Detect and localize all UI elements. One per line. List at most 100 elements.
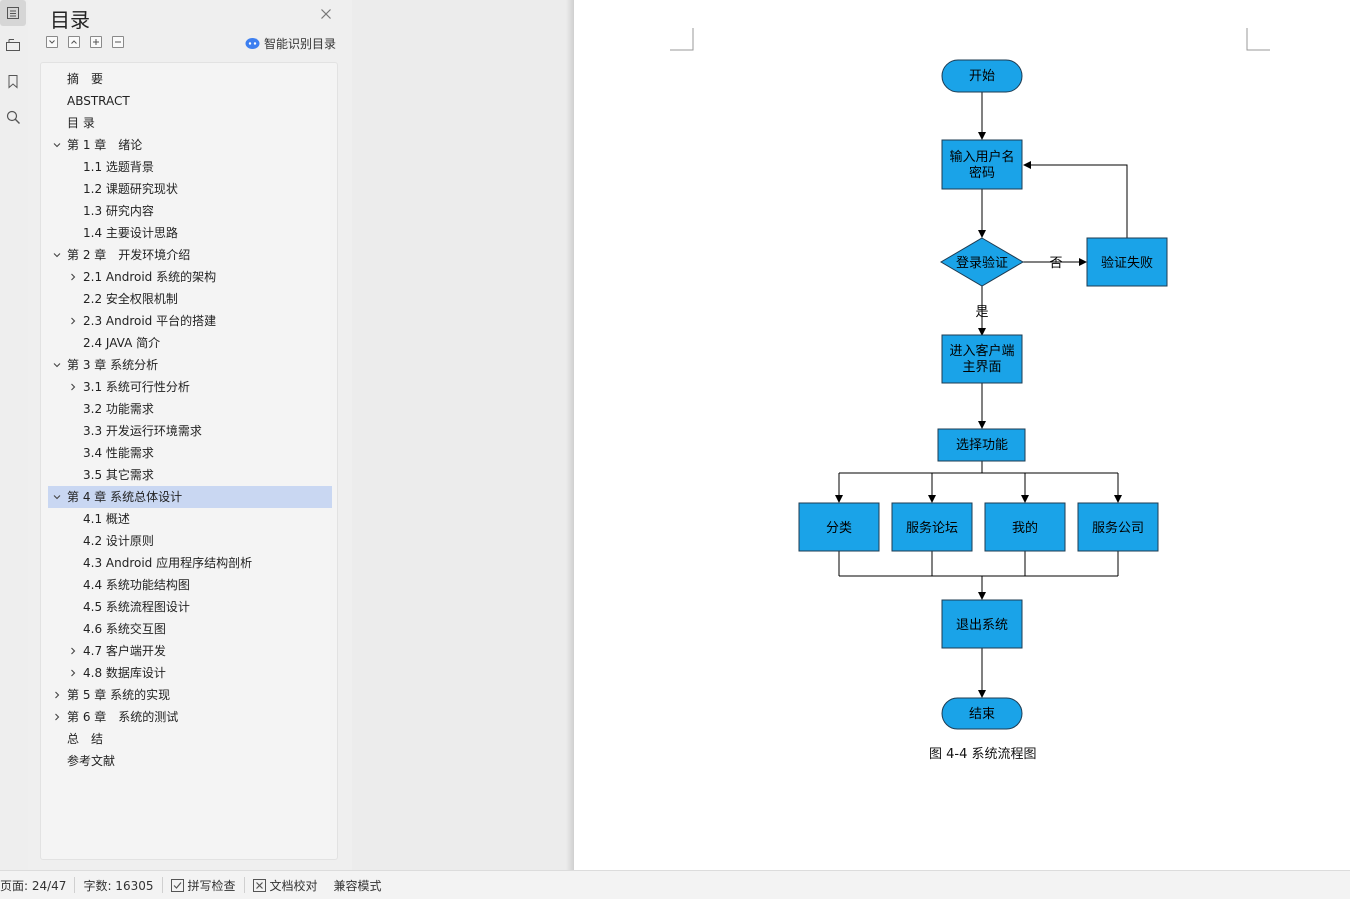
toc-section-item[interactable]: 3.4 性能需求 xyxy=(41,442,337,464)
chevron-right-icon[interactable] xyxy=(69,317,77,325)
page-counter[interactable]: 页面: 24/47 xyxy=(0,871,74,899)
toc-chapter-item[interactable]: 目 录 xyxy=(41,112,337,134)
toc-item-label: 第 6 章 系统的测试 xyxy=(67,710,179,724)
figure-caption: 图 4-4 系统流程图 xyxy=(929,747,1037,762)
toc-item-label: 第 4 章 系统总体设计 xyxy=(67,490,183,504)
outline-icon[interactable] xyxy=(0,32,26,58)
toc-chapter-item[interactable]: 摘 要 xyxy=(41,68,337,90)
toc-chapter-item[interactable]: 第 3 章 系统分析 xyxy=(41,354,337,376)
select-text: 选择功能 xyxy=(956,437,1008,452)
toc-chapter-item[interactable]: 参考文献 xyxy=(41,750,337,772)
toc-section-item[interactable]: 4.2 设计原则 xyxy=(41,530,337,552)
page-shadow xyxy=(566,0,574,870)
side-icon-strip xyxy=(0,0,28,870)
close-icon[interactable] xyxy=(318,6,334,22)
option-box-3 xyxy=(984,502,1066,552)
toc-chapter-item[interactable]: 第 1 章 绪论 xyxy=(41,134,337,156)
option-box-1 xyxy=(798,502,880,552)
toc-item-label: 1.4 主要设计思路 xyxy=(83,226,178,240)
toc-item-label: 第 2 章 开发环境介绍 xyxy=(67,248,191,262)
collapse-up-icon[interactable] xyxy=(68,36,80,48)
chevron-right-icon[interactable] xyxy=(69,669,77,677)
toc-item-label: 1.1 选题背景 xyxy=(83,160,154,174)
proofread-icon xyxy=(252,878,266,892)
spell-check-label: 拼写检查 xyxy=(187,878,236,893)
yes-label: 是 xyxy=(975,304,988,319)
toc-chapter-item[interactable]: 第 2 章 开发环境介绍 xyxy=(41,244,337,266)
toc-item-label: 目 录 xyxy=(67,116,95,130)
enter-text-line2: 主界面 xyxy=(962,359,1001,374)
toc-section-item[interactable]: 3.2 功能需求 xyxy=(41,398,337,420)
chevron-down-icon[interactable] xyxy=(53,251,61,259)
word-count[interactable]: 字数: 16305 xyxy=(75,871,161,899)
toc-icon[interactable] xyxy=(0,0,26,26)
toc-section-item[interactable]: 4.8 数据库设计 xyxy=(41,662,337,684)
toc-section-item[interactable]: 2.4 JAVA 简介 xyxy=(41,332,337,354)
document-page[interactable]: 开始 输入用户名 密码 登录验证 否 验证失败 是 进入客户端 主界面 选择功能… xyxy=(574,0,1350,870)
end-text: 结束 xyxy=(969,706,995,721)
chevron-right-icon[interactable] xyxy=(53,713,61,721)
toc-chapter-item[interactable]: ABSTRACT xyxy=(41,90,337,112)
option-text-3: 我的 xyxy=(1012,520,1038,535)
option-text-4: 服务公司 xyxy=(1092,520,1144,535)
end-terminal xyxy=(941,697,1023,730)
chevron-down-icon[interactable] xyxy=(53,361,61,369)
toc-section-item[interactable]: 2.1 Android 系统的架构 xyxy=(41,266,337,288)
collapse-down-icon[interactable] xyxy=(46,36,58,48)
enter-text-line1: 进入客户端 xyxy=(949,343,1014,358)
toc-section-item[interactable]: 4.7 客户端开发 xyxy=(41,640,337,662)
toc-item-label: 4.4 系统功能结构图 xyxy=(83,578,190,592)
toc-section-item[interactable]: 4.5 系统流程图设计 xyxy=(41,596,337,618)
toc-item-label: 4.1 概述 xyxy=(83,512,130,526)
compat-mode-text: 兼容模式 xyxy=(333,878,382,893)
toc-section-item[interactable]: 4.1 概述 xyxy=(41,508,337,530)
toc-item-label: 总 结 xyxy=(67,732,104,746)
spell-check-button[interactable]: 拼写检查 xyxy=(163,871,244,899)
toc-chapter-item[interactable]: 第 4 章 系统总体设计 xyxy=(48,486,332,508)
input-box xyxy=(941,139,1023,190)
proofread-button[interactable]: 文档校对 xyxy=(245,871,326,899)
chevron-right-icon[interactable] xyxy=(53,691,61,699)
input-text-line2: 密码 xyxy=(969,165,995,180)
smart-toc-button[interactable]: 智能识别目录 xyxy=(245,35,336,52)
toc-item-label: 4.6 系统交互图 xyxy=(83,622,166,636)
chevron-right-icon[interactable] xyxy=(69,273,77,281)
chevron-right-icon[interactable] xyxy=(69,647,77,655)
option-text-2: 服务论坛 xyxy=(906,520,958,535)
toc-section-item[interactable]: 1.4 主要设计思路 xyxy=(41,222,337,244)
toc-section-item[interactable]: 1.1 选题背景 xyxy=(41,156,337,178)
chevron-down-icon[interactable] xyxy=(53,141,61,149)
chevron-right-icon[interactable] xyxy=(69,383,77,391)
toc-chapter-item[interactable]: 第 5 章 系统的实现 xyxy=(41,684,337,706)
crop-mark-top-left xyxy=(670,28,694,51)
expand-all-icon[interactable] xyxy=(90,36,102,48)
divider xyxy=(243,877,245,893)
toc-section-item[interactable]: 1.3 研究内容 xyxy=(41,200,337,222)
chevron-down-icon[interactable] xyxy=(53,493,61,501)
toc-section-item[interactable]: 3.3 开发运行环境需求 xyxy=(41,420,337,442)
bookmark-icon[interactable] xyxy=(0,68,26,94)
toc-item-label: 4.5 系统流程图设计 xyxy=(83,600,190,614)
toc-chapter-item[interactable]: 第 6 章 系统的测试 xyxy=(41,706,337,728)
toc-section-item[interactable]: 4.3 Android 应用程序结构剖析 xyxy=(41,552,337,574)
status-bar: 页面: 24/47 字数: 16305 拼写检查 文档校对 兼容模式 xyxy=(0,870,1350,899)
collapse-all-icon[interactable] xyxy=(112,36,124,48)
enter-box xyxy=(941,334,1023,384)
toc-section-item[interactable]: 4.4 系统功能结构图 xyxy=(41,574,337,596)
toc-section-item[interactable]: 3.5 其它需求 xyxy=(41,464,337,486)
search-icon[interactable] xyxy=(0,104,26,130)
toc-item-label: 4.3 Android 应用程序结构剖析 xyxy=(83,556,253,570)
toc-section-item[interactable]: 3.1 系统可行性分析 xyxy=(41,376,337,398)
toc-item-label: 4.8 数据库设计 xyxy=(83,666,166,680)
option-box-4 xyxy=(1077,502,1159,552)
divider xyxy=(161,877,163,893)
toc-section-item[interactable]: 1.2 课题研究现状 xyxy=(41,178,337,200)
toc-section-item[interactable]: 4.6 系统交互图 xyxy=(41,618,337,640)
toc-chapter-item[interactable]: 总 结 xyxy=(41,728,337,750)
toc-section-item[interactable]: 2.3 Android 平台的搭建 xyxy=(41,310,337,332)
compat-mode[interactable]: 兼容模式 xyxy=(326,871,390,899)
fail-box xyxy=(1086,237,1168,287)
toc-item-label: 1.3 研究内容 xyxy=(83,204,154,218)
toc-section-item[interactable]: 2.2 安全权限机制 xyxy=(41,288,337,310)
